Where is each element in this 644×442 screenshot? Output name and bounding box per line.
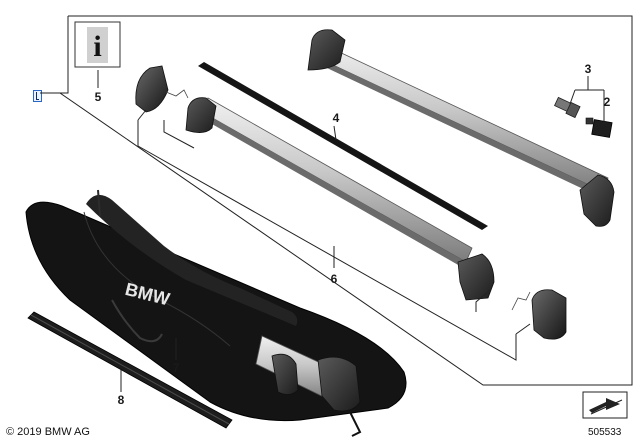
roof-bar-rear [307,29,615,227]
image-number: 505533 [588,427,622,438]
copyright-text: © 2019 BMW AG [6,426,90,438]
roof-bar-front [185,97,495,301]
callout-7: 7 [173,361,180,375]
info-icon: i [87,27,108,63]
lock-key [585,117,613,138]
arrow-icon[interactable] [582,391,628,419]
rubber-strip [198,62,488,230]
end-cap-lower [511,289,567,340]
info-glyph: i [93,30,101,63]
callout-5: 5 [95,90,102,104]
callout-2: 2 [604,95,611,109]
reference-marker-icon[interactable] [33,90,42,102]
end-cap-upper [135,65,189,113]
callout-3: 3 [585,62,592,76]
protective-strip [27,311,233,429]
callout-4: 4 [333,111,340,125]
callout-8: 8 [118,393,125,407]
storage-bag: BMW [25,189,407,437]
callout-6: 6 [331,272,338,286]
lock-cylinder [554,96,581,119]
